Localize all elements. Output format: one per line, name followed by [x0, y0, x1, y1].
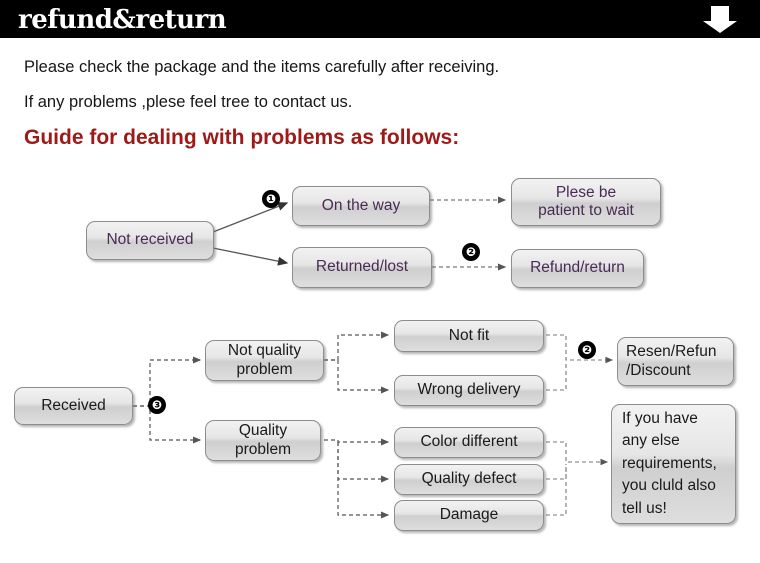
box-resend-refund-discount[interactable]: Resen/Refun /Discount [617, 337, 734, 386]
header-bar [0, 0, 760, 38]
resend-line-2: /Discount [626, 361, 691, 379]
box-on-the-way[interactable]: On the way [292, 186, 430, 226]
patient-line-1: Plese be [555, 183, 617, 201]
marker-three: ❸ [148, 396, 166, 414]
resend-line-1: Resen/Refun [626, 343, 717, 361]
marker-two-bottom: ❷ [578, 341, 596, 359]
not-quality-line-1: Not quality [227, 342, 302, 360]
box-patient-to-wait[interactable]: Plese be patient to wait [511, 178, 661, 226]
requirements-line-5: tell us! [622, 499, 667, 517]
requirements-line-1: If you have [622, 409, 698, 427]
quality-line-2: problem [235, 440, 291, 458]
box-quality-problem[interactable]: Quality problem [205, 420, 321, 461]
box-other-requirements[interactable]: If you have any else requirements, you c… [611, 404, 736, 524]
box-refund-return[interactable]: Refund/return [511, 249, 644, 288]
box-quality-defect[interactable]: Quality defect [394, 464, 544, 495]
marker-one: ❶ [262, 190, 280, 208]
box-not-fit[interactable]: Not fit [394, 320, 544, 352]
box-not-quality-problem[interactable]: Not quality problem [205, 340, 324, 381]
requirements-line-3: requirements, [622, 454, 717, 472]
box-not-received[interactable]: Not received [86, 221, 214, 260]
marker-two-top: ❷ [462, 243, 480, 261]
box-wrong-delivery[interactable]: Wrong delivery [394, 375, 544, 406]
guide-heading: Guide for dealing with problems as follo… [24, 126, 460, 149]
not-quality-line-2: problem [236, 360, 293, 378]
box-color-different[interactable]: Color different [394, 427, 544, 458]
requirements-line-4: you cluld also [622, 477, 716, 495]
box-received[interactable]: Received [14, 387, 133, 425]
requirements-line-2: any else [622, 432, 680, 450]
box-returned-lost[interactable]: Returned/lost [292, 247, 432, 288]
intro-line-2: If any problems ,plese feel tree to cont… [24, 93, 353, 111]
patient-line-2: patient to wait [538, 202, 634, 219]
box-damage[interactable]: Damage [394, 500, 544, 531]
quality-line-1: Quality [238, 422, 288, 440]
page-title: refund&return [18, 5, 227, 35]
intro-line-1: Please check the package and the items c… [24, 58, 500, 76]
arrow-down-icon [703, 6, 737, 33]
